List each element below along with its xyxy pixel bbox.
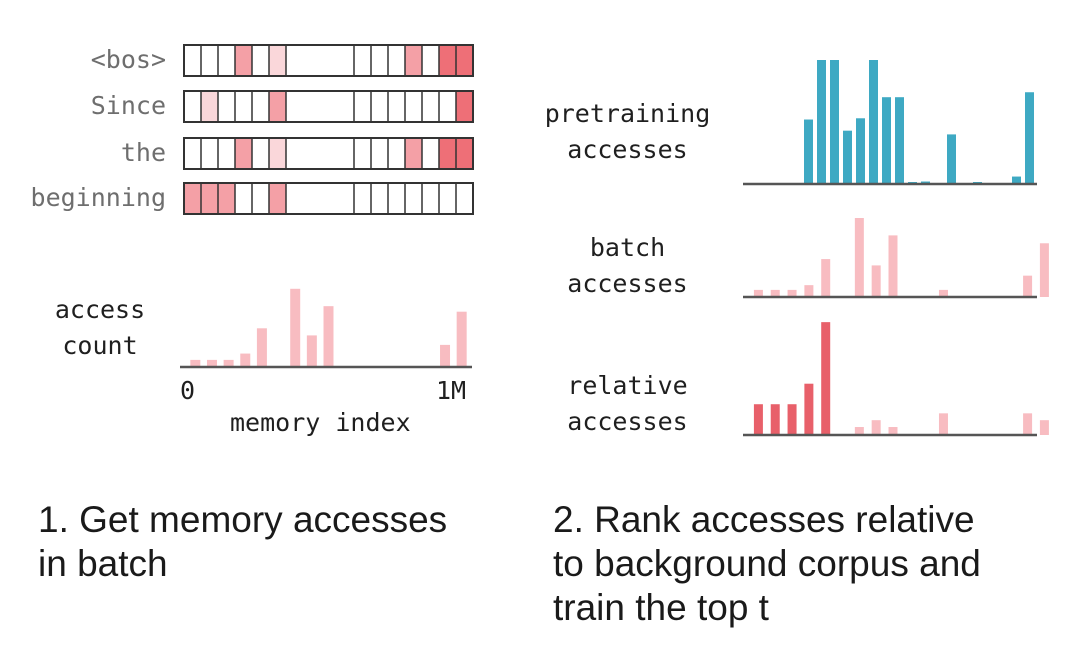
access-count-bar <box>206 359 217 367</box>
step2-caption-line2: to background corpus and <box>553 543 981 584</box>
batch-label: batch accesses <box>520 230 735 302</box>
memory-cell-highlight <box>235 45 252 76</box>
pretraining-bar <box>856 118 865 184</box>
access-count-bar <box>240 353 251 367</box>
step1-caption: 1. Get memory accesses in batch <box>38 498 447 586</box>
pretraining-bar <box>1025 92 1034 184</box>
memory-row-0 <box>183 44 474 77</box>
relative-bar <box>938 413 948 435</box>
access-count-label-line1: access <box>54 295 146 324</box>
batch-bar <box>1039 243 1049 297</box>
access-count-bar <box>323 306 334 367</box>
pretraining-label-line2: accesses <box>567 135 688 164</box>
memory-cell-highlight <box>439 138 456 169</box>
batch-bar <box>1023 275 1033 297</box>
pretraining-label-line1: pretraining <box>544 99 711 128</box>
pretraining-bar <box>882 97 891 184</box>
axis-end-label: 1M <box>436 376 467 405</box>
relative-bar <box>854 427 864 435</box>
memory-cell-highlight <box>269 183 286 214</box>
relative-bar <box>804 383 814 435</box>
pretraining-bar <box>804 119 813 184</box>
memory-cell-highlight <box>456 91 473 122</box>
memory-cell-highlight <box>201 183 218 214</box>
memory-row-1 <box>183 90 474 123</box>
relative-bar <box>1039 420 1049 435</box>
batch-label-line1: batch <box>589 233 666 262</box>
step2-caption: 2. Rank accesses relative to background … <box>553 498 981 630</box>
memory-cell-highlight <box>235 138 252 169</box>
batch-bar <box>888 235 898 297</box>
pretraining-bar <box>895 97 904 184</box>
relative-label-line1: relative <box>567 371 688 400</box>
memory-cell-highlight <box>269 138 286 169</box>
memory-row-3 <box>183 182 474 215</box>
access-count-bar <box>306 335 317 367</box>
memory-row-2 <box>183 137 474 170</box>
memory-cell-highlight <box>439 45 456 76</box>
batch-bar <box>938 289 948 297</box>
batch-bar <box>821 259 831 297</box>
memory-cell-highlight <box>269 91 286 122</box>
relative-bar <box>1023 413 1033 435</box>
pretraining-bar <box>830 60 839 184</box>
memory-index-label: memory index <box>230 408 411 437</box>
access-count-bar <box>290 288 301 367</box>
access-count-bar <box>190 359 201 367</box>
token-label-beginning: beginning <box>30 183 166 212</box>
step2-caption-line1: 2. Rank accesses relative <box>553 499 975 540</box>
relative-bar <box>770 404 780 435</box>
relative-label: relative accesses <box>520 368 735 440</box>
memory-cell-highlight <box>405 45 422 76</box>
token-label-the: the <box>120 138 166 167</box>
step1-caption-line2: in batch <box>38 543 168 584</box>
relative-label-line2: accesses <box>567 407 688 436</box>
pretraining-bar <box>817 60 826 184</box>
batch-bar <box>871 265 881 297</box>
step1-caption-line1: 1. Get memory accesses <box>38 499 448 540</box>
memory-cell-highlight <box>269 45 286 76</box>
access-count-label: access count <box>30 292 170 364</box>
relative-bar <box>787 404 797 435</box>
batch-bar <box>787 289 797 297</box>
pretraining-bar <box>843 130 852 184</box>
memory-cell-highlight <box>184 183 201 214</box>
access-count-label-line2: count <box>62 331 138 360</box>
axis-start-label: 0 <box>180 376 196 405</box>
memory-cell-highlight <box>201 91 218 122</box>
memory-cell-highlight <box>456 45 473 76</box>
token-label-since: Since <box>90 91 166 120</box>
batch-bar <box>804 285 814 297</box>
pretraining-bar <box>947 134 956 184</box>
memory-cell-highlight <box>218 183 235 214</box>
pretraining-bar <box>869 60 878 184</box>
relative-bar <box>871 420 881 435</box>
batch-bar <box>854 218 864 297</box>
pretraining-label: pretraining accesses <box>520 96 735 168</box>
access-count-bar <box>456 311 467 367</box>
access-count-bar <box>440 344 451 367</box>
relative-bar <box>753 404 763 435</box>
token-label-bos: <bos> <box>90 45 166 74</box>
batch-bar <box>753 289 763 297</box>
step2-caption-line3: train the top t <box>553 587 769 628</box>
relative-bar <box>821 322 831 435</box>
memory-cell-highlight <box>405 138 422 169</box>
access-count-bar <box>223 359 234 367</box>
memory-cell-highlight <box>456 138 473 169</box>
relative-bar <box>888 427 898 435</box>
pretraining-bar <box>1012 176 1021 184</box>
batch-bar <box>770 289 780 297</box>
access-count-bar <box>256 328 267 367</box>
batch-label-line2: accesses <box>567 269 688 298</box>
